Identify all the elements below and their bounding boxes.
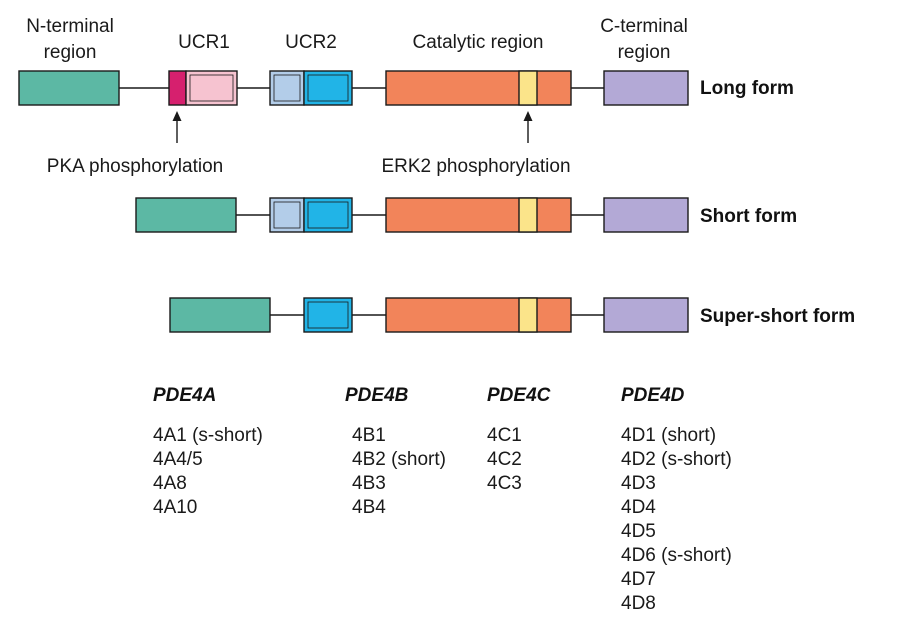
long-ucr1-domain [168, 70, 238, 106]
short-form-label: Short form [700, 206, 797, 227]
variant-item: 4D6 (s-short) [621, 545, 732, 566]
super-short-form-row: Super-short form [169, 297, 855, 333]
long-ucr2-bevel [307, 74, 349, 102]
region-labels: N-terminal region UCR1 UCR2 Catalytic re… [26, 16, 688, 63]
gene-header-pde4d: PDE4D [621, 385, 685, 406]
gene-header-pde4a: PDE4A [153, 385, 216, 406]
long-form-label: Long form [700, 78, 794, 99]
variant-item: 4C1 [487, 425, 522, 446]
ucr2-label: UCR2 [285, 32, 337, 53]
short-erk2-site-box [518, 197, 538, 233]
variant-item: 4D4 [621, 497, 656, 518]
short-c-terminal-box [603, 197, 689, 233]
long-n-terminal-box [18, 70, 120, 106]
long-ucr2-domain [269, 70, 353, 106]
short-ucr2-box [303, 197, 353, 233]
short-ucr2-bevel [307, 201, 349, 229]
variant-item: 4B2 (short) [352, 449, 446, 470]
n-terminal-label-line2: region [44, 42, 97, 63]
super-short-catalytic-box [385, 297, 572, 333]
ucr1-label: UCR1 [178, 32, 230, 53]
long-ucr2-light-bevel [273, 74, 301, 102]
short-ucr2-light-bevel [273, 201, 301, 229]
variant-item: 4A1 (s-short) [153, 425, 263, 446]
gene-header-pde4b: PDE4B [345, 385, 409, 406]
variant-item: 4D2 (s-short) [621, 449, 732, 470]
variant-item: 4B4 [352, 497, 386, 518]
short-catalytic-box [385, 197, 572, 233]
gene-isoform-table: PDE4A 4A1 (s-short) 4A4/5 4A8 4A10 PDE4B… [153, 385, 732, 614]
short-form-row: Short form [135, 197, 797, 233]
super-short-ucr2-box [303, 297, 353, 333]
long-ucr2-box [303, 70, 353, 106]
c-terminal-label-line2: region [618, 42, 671, 63]
long-c-terminal-box [603, 70, 689, 106]
short-catalytic-domain [385, 197, 572, 233]
long-pka-site-box [168, 70, 187, 106]
gene-column-pde4d: PDE4D 4D1 (short) 4D2 (s-short) 4D3 4D4 … [621, 385, 732, 614]
gene-column-pde4a: PDE4A 4A1 (s-short) 4A4/5 4A8 4A10 [153, 385, 263, 518]
catalytic-label: Catalytic region [413, 32, 544, 53]
super-short-ucr2-bevel [307, 301, 349, 329]
phosphorylation-annotations: PKA phosphorylation ERK2 phosphorylation [47, 111, 571, 177]
long-catalytic-box [385, 70, 572, 106]
super-short-catalytic-domain [385, 297, 572, 333]
short-n-terminal-box [135, 197, 237, 233]
variant-item: 4D3 [621, 473, 656, 494]
variant-item: 4D1 (short) [621, 425, 716, 446]
erk2-phosphorylation-label: ERK2 phosphorylation [381, 156, 570, 177]
short-ucr2-light-box [269, 197, 305, 233]
variant-item: 4C2 [487, 449, 522, 470]
variant-item: 4A10 [153, 497, 197, 518]
variant-item: 4D7 [621, 569, 656, 590]
c-terminal-label-line1: C-terminal [600, 16, 688, 37]
pka-arrow [172, 111, 182, 143]
pka-phosphorylation-label: PKA phosphorylation [47, 156, 223, 177]
long-ucr2-light-box [269, 70, 305, 106]
long-erk2-site-box [518, 70, 538, 106]
long-ucr1-box [185, 70, 238, 106]
short-ucr2-domain [269, 197, 353, 233]
super-short-c-terminal-box [603, 297, 689, 333]
variant-item: 4D5 [621, 521, 656, 542]
variant-item: 4A4/5 [153, 449, 203, 470]
super-short-form-label: Super-short form [700, 306, 855, 327]
variant-item: 4B1 [352, 425, 386, 446]
super-short-ucr2-domain [303, 297, 353, 333]
variant-item: 4A8 [153, 473, 187, 494]
gene-column-pde4b: PDE4B 4B1 4B2 (short) 4B3 4B4 [345, 385, 446, 518]
gene-header-pde4c: PDE4C [487, 385, 551, 406]
super-short-n-terminal-box [169, 297, 271, 333]
long-ucr1-bevel [189, 74, 234, 102]
variant-item: 4B3 [352, 473, 386, 494]
long-form-row: Long form [18, 70, 794, 106]
gene-column-pde4c: PDE4C 4C1 4C2 4C3 [487, 385, 551, 494]
long-catalytic-domain [385, 70, 572, 106]
n-terminal-label-line1: N-terminal [26, 16, 114, 37]
variant-item: 4C3 [487, 473, 522, 494]
erk2-arrow [523, 111, 533, 143]
super-short-erk2-site-box [518, 297, 538, 333]
variant-item: 4D8 [621, 593, 656, 614]
